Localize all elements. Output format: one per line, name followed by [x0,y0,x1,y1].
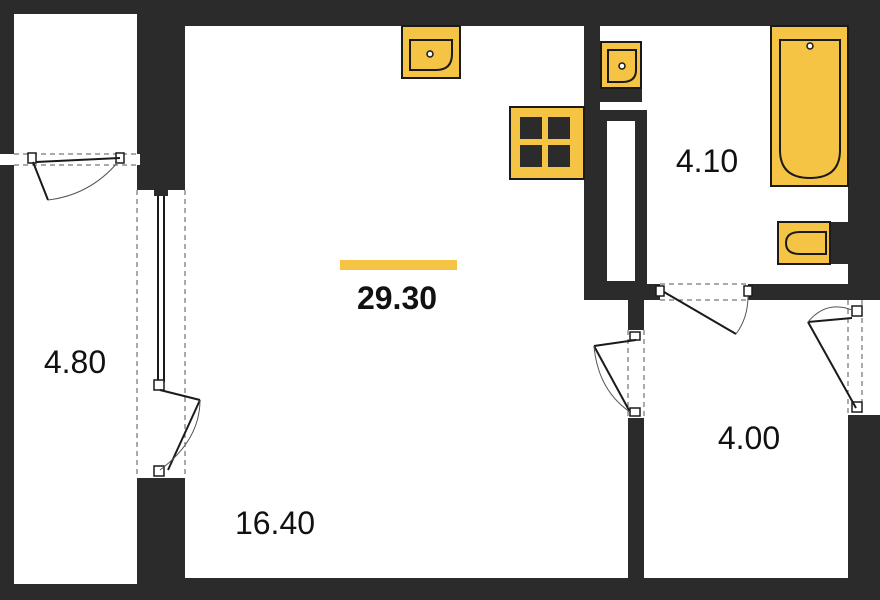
wall-bath-bottom-b [748,284,880,300]
wall-bottom-balcony [0,584,140,600]
vent-shaft-inner [607,121,635,281]
kitchen-sink-icon [401,25,461,79]
bathtub-icon [770,25,849,187]
wall-bath-ledge [598,88,642,102]
room-area-bathroom: 4.10 [676,143,738,179]
wall-bath-left [584,14,600,300]
room-area-living: 16.40 [235,505,315,541]
wall-top-main [137,0,880,26]
room-area-hallway: 4.00 [718,420,780,456]
wall-left-top [0,0,14,154]
total-area-label: 29.30 [357,280,437,316]
wall-balcony-divider-top [137,0,185,190]
doorway-gap [137,190,185,478]
wall-hall-left-top [628,284,644,330]
balcony-doorway [136,186,201,478]
hall-floor [644,300,848,578]
balcony-window [0,152,140,201]
stove-icon [509,106,585,180]
wall-right-bottom [848,415,880,600]
balcony-floor [14,14,137,584]
living-hall-door [593,330,645,418]
room-area-balcony: 4.80 [44,344,106,380]
bathroom-door [655,283,753,335]
wall-left-bottom [0,165,14,600]
bathroom-sink-icon [600,41,642,89]
living-floor-lower [584,300,628,578]
toilet-icon [777,221,848,265]
wall-hall-left-bottom [628,418,644,600]
wall-bottom-main [137,578,880,600]
wall-right-top [848,0,880,300]
total-area-accent-bar [340,260,457,270]
entrance-door [807,300,880,415]
